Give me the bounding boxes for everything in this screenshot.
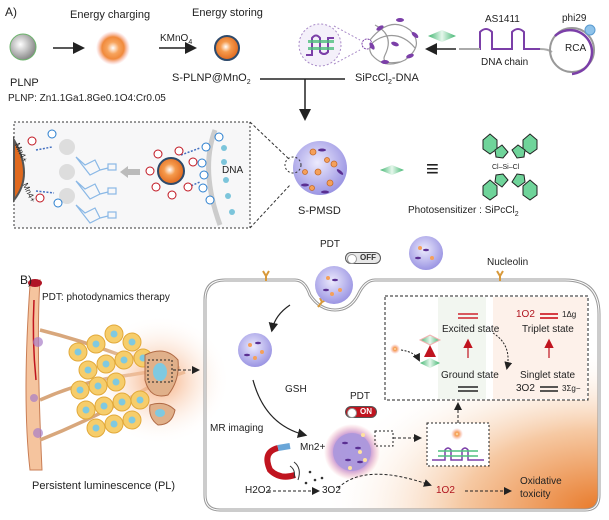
- pdt-definition: PDT: photodynamics therapy: [42, 292, 170, 303]
- magnet-icon: [264, 445, 296, 480]
- hairpin-zoom: [306, 34, 334, 56]
- spmsd-entering: [315, 266, 353, 304]
- splnp-label: S-PLNP@MnO2: [172, 72, 251, 87]
- tumor-zoom-box: [147, 359, 173, 383]
- photosensitizer-label: Photosensitizer : SiPcCl2: [408, 205, 519, 219]
- spmsd-inside: [238, 333, 272, 367]
- oxidative-toxicity-label: Oxidative toxicity: [520, 476, 562, 500]
- negative-charges: [47, 129, 224, 208]
- pdt-label-top: PDT: [320, 239, 340, 250]
- dna-backbone-sugars: [75, 156, 117, 224]
- singlet-state-label: Singlet state: [520, 370, 576, 381]
- triplet-o2-label: 3O2: [322, 485, 341, 496]
- ps-diamond-legend: [380, 165, 404, 175]
- dna-label: DNA: [222, 165, 244, 176]
- reagent-label: KMnO4: [160, 33, 193, 47]
- plnp-label: PLNP: [10, 77, 39, 89]
- equivalence-sign: ≡: [426, 156, 439, 181]
- charged-plnp-glow: [96, 31, 130, 65]
- photosensitizer-diamond: [428, 30, 456, 42]
- light-photon: [390, 344, 400, 354]
- arrow-o2-conversion: [337, 473, 432, 489]
- plnp-particle: [9, 33, 37, 61]
- singlet-o2-diagram-label: 1O2: [516, 309, 535, 320]
- nucleolin-label: Nucleolin: [487, 257, 529, 268]
- pdt-on-toggle: ON: [345, 406, 377, 418]
- ps-stacks-zoom: [308, 40, 334, 50]
- plnp-formula: PLNP: Zn1.1Ga1.8Ge0.1O4:Cr0.05: [8, 93, 166, 104]
- excited-state-level: [458, 313, 478, 319]
- blood-vessel: [25, 279, 43, 471]
- ground-state-label: Ground state: [441, 370, 499, 381]
- singlet-o2-label: 1O2: [436, 485, 455, 496]
- triplet-state-level: [540, 313, 558, 319]
- triplet-o2-diagram-label: 3O2: [516, 383, 535, 394]
- mn2-label: Mn2+: [300, 442, 326, 453]
- arrow-energy-transfer: [492, 332, 513, 370]
- phi29-polymerase: [584, 24, 596, 36]
- arrow-internalization: [268, 304, 291, 333]
- persistent-luminescence-label: Persistent luminescence (PL): [32, 480, 176, 492]
- mno2-surface: [13, 136, 25, 203]
- dna-chain: [459, 28, 540, 50]
- delta-term-label: 1Δg: [562, 310, 577, 319]
- spmsd-outside: [409, 236, 443, 270]
- sipccl2-center-label: Cl–Si–Cl: [492, 164, 520, 171]
- energy-charging-label: Energy charging: [70, 9, 151, 21]
- arrow-gsh: [252, 379, 308, 438]
- dna-strand: [206, 129, 223, 226]
- triplet-state-label: Triplet state: [522, 324, 574, 335]
- aptamer-label: AS1411: [485, 14, 520, 25]
- ground-state-level: [458, 386, 478, 392]
- excited-state-label: Excited state: [442, 324, 500, 335]
- positive-charges: [27, 136, 198, 203]
- mr-imaging-label: MR imaging: [210, 423, 264, 434]
- spmsd-label: S-PMSD: [298, 205, 341, 217]
- dna-bases: [221, 145, 235, 215]
- spmsd-particle: [293, 141, 347, 195]
- h2o2-label: H2O2: [245, 485, 272, 496]
- ps-excited-diamond: [418, 334, 442, 346]
- dna-chain-label: DNA chain: [481, 57, 529, 68]
- panel-a-label: A): [5, 5, 17, 19]
- pdt-label-bottom: PDT: [350, 391, 370, 402]
- rca-circle: [549, 27, 595, 73]
- inset-nanoparticle: [157, 157, 185, 185]
- rca-label: RCA: [565, 43, 587, 54]
- gsh-label: GSH: [285, 384, 307, 395]
- sipc-dna-label: SiPcCl2-DNA: [355, 72, 419, 87]
- panel-b-label: B): [20, 273, 32, 287]
- singlet-state-level: [540, 386, 558, 392]
- sipccl2-structure: [482, 133, 538, 201]
- phosphate-groups: [59, 139, 75, 204]
- splnp-mno2-particle: [214, 35, 240, 61]
- left-arrow-shape: [120, 166, 140, 178]
- energy-storing-label: Energy storing: [192, 7, 263, 19]
- pdt-off-toggle: OFF: [345, 252, 381, 264]
- phi29-label: phi29: [562, 13, 587, 24]
- sigma-term-label: 3Σg−: [562, 384, 581, 393]
- ps-ground-diamond: [420, 358, 440, 368]
